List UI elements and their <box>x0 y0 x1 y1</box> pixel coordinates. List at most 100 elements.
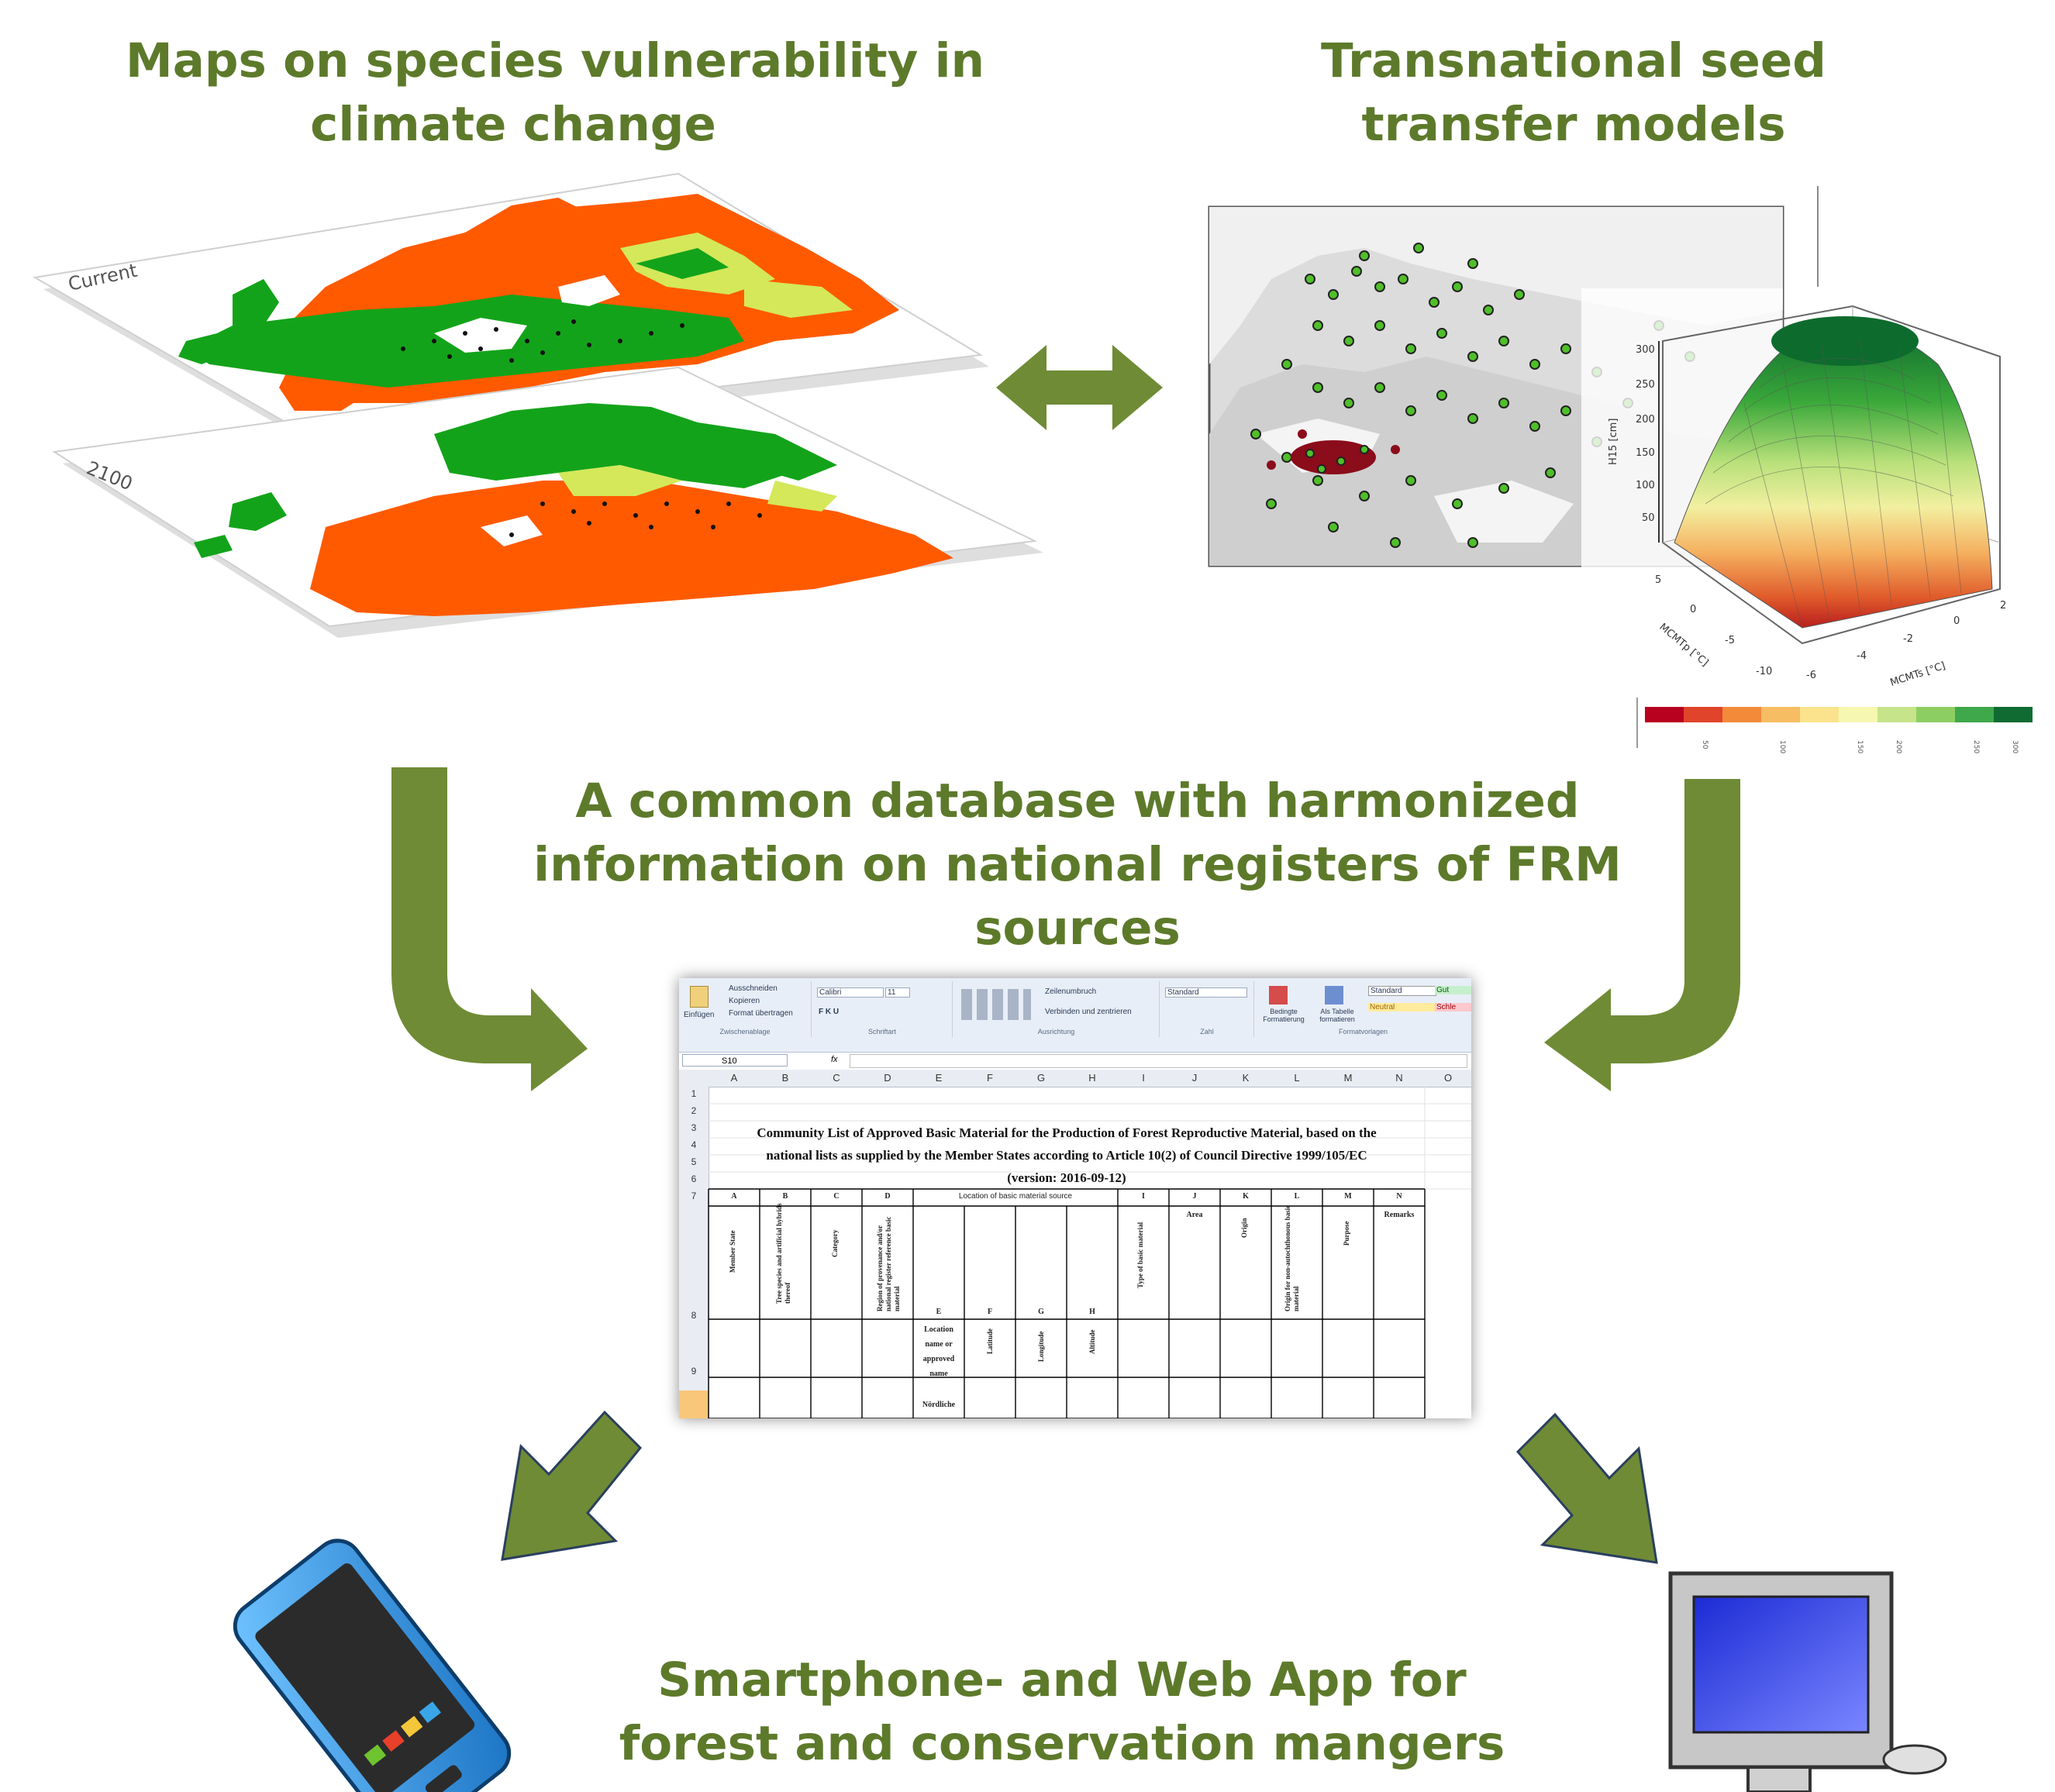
font-size-select[interactable]: 11 <box>885 987 910 998</box>
heading-maps: Maps on species vulnerability in climate… <box>126 29 985 157</box>
r7-l: L <box>1294 1192 1300 1201</box>
r10-location-cell: Nördliche <box>922 1401 956 1409</box>
r8-sub-g: G <box>1038 1308 1044 1316</box>
r9-altitude: Altitude <box>1088 1329 1096 1355</box>
y-tick-2: 2 <box>2000 600 2006 612</box>
y-tick-minus2: -2 <box>1903 633 1913 645</box>
col-header-f[interactable]: F <box>987 1072 993 1084</box>
col-header-k[interactable]: K <box>1242 1072 1250 1084</box>
row-header-7[interactable]: 7 <box>691 1191 697 1201</box>
r8-origin-non-auto: Origin for non-autochthonous basic mater… <box>1284 1204 1300 1311</box>
r8-purpose: Purpose <box>1343 1221 1350 1246</box>
cut-button[interactable]: Ausschneiden <box>729 984 778 993</box>
fx-icon[interactable]: fx <box>831 1055 838 1064</box>
r8-tree-species: Tree species and artificial hybrids ther… <box>775 1203 791 1304</box>
format-painter-button[interactable]: Format übertragen <box>729 1009 793 1018</box>
paste-button[interactable]: Einfügen <box>684 1011 715 1019</box>
col-header-l[interactable]: L <box>1294 1072 1300 1084</box>
sheet-title: Community List of Approved Basic Materia… <box>710 1122 1423 1189</box>
y-tick-minus4: -4 <box>1857 650 1867 662</box>
ribbon-group-number: Standard Zahl <box>1160 981 1254 1037</box>
format-as-table-icon[interactable] <box>1325 986 1343 1005</box>
heading-seed-line-2: transfer models <box>1361 97 1786 152</box>
heading-database: A common database with harmonized inform… <box>527 770 1628 960</box>
align-icons[interactable] <box>961 989 1031 1020</box>
row-header-8[interactable]: 8 <box>691 1310 697 1321</box>
font-name-select[interactable]: Calibri <box>817 987 884 998</box>
z-tick-250: 250 <box>1636 379 1655 391</box>
style-neutral[interactable]: Neutral <box>1368 1003 1435 1011</box>
row-header-3[interactable]: 3 <box>691 1122 697 1133</box>
row-header-10-selected[interactable] <box>679 1391 709 1418</box>
col-header-o[interactable]: O <box>1443 1072 1453 1084</box>
r7-m: M <box>1344 1192 1352 1201</box>
heading-maps-line-2: climate change <box>310 97 716 152</box>
row-headers: 1 2 3 4 5 6 7 8 9 <box>679 1087 709 1418</box>
z-tick-50: 50 <box>1642 512 1655 524</box>
conditional-format-icon[interactable] <box>1269 986 1288 1005</box>
format-as-table-button[interactable]: Als Tabelle formatieren <box>1319 1008 1355 1023</box>
map-2100: 2100 <box>52 366 1043 638</box>
heading-seed-line-1: Transnational seed <box>1321 33 1826 88</box>
ribbon-group-clipboard: Einfügen Ausschneiden Kopieren Format üb… <box>679 981 812 1037</box>
x-tick-minus10: -10 <box>1756 666 1772 677</box>
row-header-4[interactable]: 4 <box>691 1139 697 1150</box>
col-header-n[interactable]: N <box>1395 1072 1403 1084</box>
r8-region: Region of provenance and/or national reg… <box>876 1216 901 1311</box>
font-style-buttons[interactable]: F K U <box>819 1008 840 1016</box>
heading-database-line-1: A common database with harmonized <box>575 774 1580 829</box>
col-header-m[interactable]: M <box>1343 1072 1353 1084</box>
col-header-g[interactable]: G <box>1036 1072 1046 1084</box>
r9-longitude: Longitude <box>1037 1331 1045 1362</box>
ribbon-group-label-number: Zahl <box>1200 1028 1214 1036</box>
r8-sub-h: H <box>1089 1308 1095 1316</box>
merge-center-button[interactable]: Verbinden und zentrieren <box>1045 1008 1132 1016</box>
color-legend: 50 100 150 200 250 300 <box>1636 698 2033 753</box>
r8-remarks: Remarks <box>1384 1211 1415 1219</box>
copy-button[interactable]: Kopieren <box>729 997 760 1005</box>
col-header-h[interactable]: H <box>1088 1072 1096 1084</box>
r7-n: N <box>1396 1192 1402 1201</box>
x-axis-label: MCMTp [°C] <box>1657 622 1710 669</box>
heading-maps-line-1: Maps on species vulnerability in <box>126 33 985 88</box>
smartphone-icon <box>233 1539 512 1792</box>
col-header-b[interactable]: B <box>781 1072 789 1084</box>
legend-tick-200: 200 <box>1895 740 1902 753</box>
style-standard[interactable]: Standard <box>1368 986 1436 996</box>
z-axis-label: H15 [cm] <box>1608 419 1619 465</box>
conditional-format-button[interactable]: Bedingte Formatierung <box>1263 1008 1305 1023</box>
surface-plot: 300 250 200 150 100 50 H15 [cm] 5 0 -5 -… <box>1581 186 2006 689</box>
col-header-i[interactable]: I <box>1142 1072 1145 1084</box>
r7-c: C <box>833 1192 840 1201</box>
sheet-grid <box>708 1087 1471 1418</box>
computer-icon <box>1668 1571 1947 1792</box>
name-box[interactable]: S10 <box>682 1054 788 1067</box>
heading-app-line-1: Smartphone- and Web App for <box>657 1652 1467 1708</box>
row-header-2[interactable]: 2 <box>691 1105 697 1116</box>
formula-input[interactable] <box>850 1054 1467 1068</box>
heading-seed-transfer: Transnational seed transfer models <box>1264 29 1884 157</box>
r8-area: Area <box>1186 1211 1203 1219</box>
col-header-e[interactable]: E <box>935 1072 943 1084</box>
row-header-5[interactable]: 5 <box>691 1156 697 1167</box>
row-header-9[interactable]: 9 <box>691 1366 697 1377</box>
col-header-a[interactable]: A <box>730 1072 738 1084</box>
style-gut[interactable]: Gut <box>1435 986 1471 994</box>
paste-icon[interactable] <box>690 986 709 1008</box>
style-schlecht[interactable]: Schle <box>1435 1003 1471 1011</box>
row-header-1[interactable]: 1 <box>691 1088 697 1099</box>
map-current: Current <box>33 172 989 448</box>
number-format-select[interactable]: Standard <box>1165 987 1247 998</box>
wrap-text-button[interactable]: Zeilenumbruch <box>1045 987 1097 996</box>
r8-member-state: Member State <box>729 1230 736 1273</box>
row-header-6[interactable]: 6 <box>691 1173 697 1184</box>
r7-d: D <box>884 1192 891 1201</box>
r7-a: A <box>731 1192 737 1201</box>
y-tick-minus6: -6 <box>1806 670 1816 681</box>
sheet-title-line-2: national lists as supplied by the Member… <box>766 1148 1367 1163</box>
z-tick-200: 200 <box>1636 414 1655 426</box>
col-header-d[interactable]: D <box>884 1072 891 1084</box>
col-header-j[interactable]: J <box>1191 1072 1198 1084</box>
col-header-c[interactable]: C <box>833 1072 840 1084</box>
